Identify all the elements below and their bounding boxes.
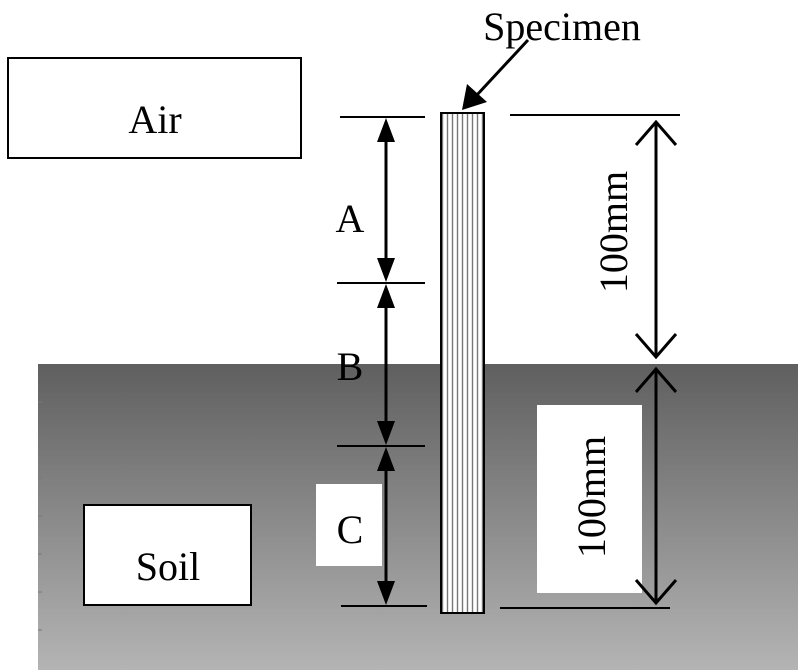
upper-length-label: 100mm bbox=[591, 171, 636, 293]
upper-dimension-arrow bbox=[634, 119, 678, 360]
soil-label-box: Soil bbox=[83, 504, 252, 606]
zone-c-label: C bbox=[337, 507, 364, 552]
lower-length-label-bg bbox=[537, 405, 642, 593]
zone-c-arrow bbox=[377, 447, 395, 605]
soil-edge-ticks bbox=[38, 401, 42, 631]
air-label: Air bbox=[128, 97, 181, 142]
zone-c-label-bg bbox=[316, 484, 382, 566]
zone-b-label: B bbox=[337, 344, 364, 389]
air-label-box: Air bbox=[7, 57, 302, 159]
specimen-pointer-arrow bbox=[462, 38, 530, 110]
soil-label: Soil bbox=[136, 544, 200, 589]
specimen-label: Specimen bbox=[483, 4, 641, 49]
lower-length-label: 100mm bbox=[569, 436, 614, 558]
zone-b-arrow bbox=[377, 284, 395, 445]
lower-dimension-arrow bbox=[634, 366, 678, 606]
specimen-bar bbox=[440, 112, 485, 614]
zone-a-label: A bbox=[336, 196, 365, 241]
dimension-boundary-lines bbox=[500, 114, 680, 609]
zone-a-arrow bbox=[377, 118, 395, 282]
zone-boundary-lines bbox=[337, 116, 427, 607]
